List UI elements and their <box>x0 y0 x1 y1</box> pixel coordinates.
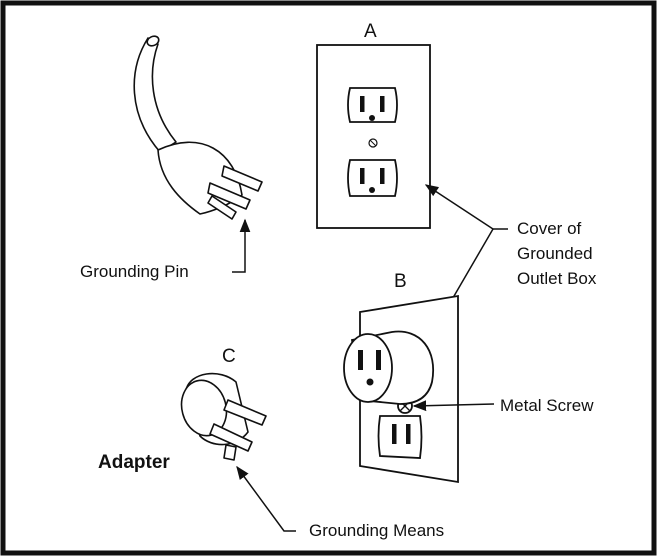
cover-leader-a <box>424 184 494 230</box>
plug-blade-lower <box>207 182 251 210</box>
cover-label-line1: Cover of <box>517 219 582 238</box>
adapter-c-icon <box>180 372 267 461</box>
grounding-pin-leader <box>232 218 251 273</box>
metal-screw-label: Metal Screw <box>500 396 594 415</box>
panel-label-c: C <box>222 346 236 367</box>
metal-screw-leader <box>412 400 495 412</box>
panel-label-b: B <box>394 271 407 292</box>
wall-plate-b <box>343 294 459 484</box>
three-prong-plug-icon <box>133 35 263 220</box>
grounding-means-label: Grounding Means <box>309 521 445 540</box>
receptacle-upper-icon <box>347 87 398 123</box>
plug-blade-upper <box>221 165 263 192</box>
cord-end <box>146 35 160 47</box>
grounding-means-leader <box>236 465 296 532</box>
panel-label-a: A <box>364 21 377 42</box>
plug-grounding-pin <box>207 195 237 220</box>
receptacle-lower-icon <box>347 159 398 197</box>
cover-label-line2: Grounded <box>517 244 593 263</box>
two-slot-receptacle-icon <box>377 415 423 459</box>
mounted-adapter-icon <box>343 330 434 405</box>
grounding-pin-label: Grounding Pin <box>80 262 189 281</box>
wall-plate-a <box>316 44 431 229</box>
adapter-label: Adapter <box>98 452 170 473</box>
cover-label-line3: Outlet Box <box>517 269 597 288</box>
